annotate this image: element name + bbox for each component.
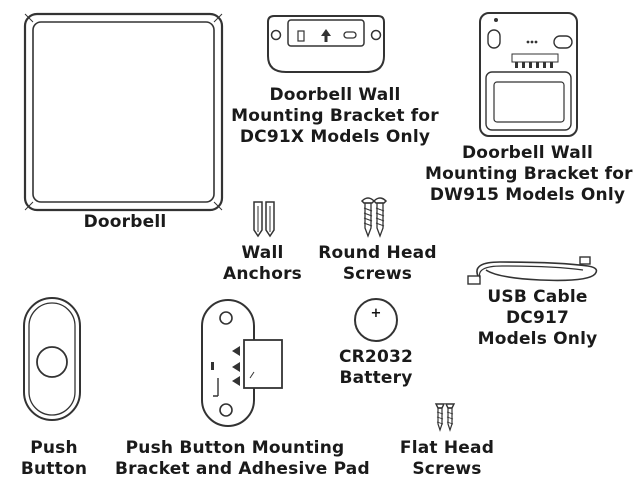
battery-plus-symbol: + bbox=[370, 306, 382, 321]
round-head-screws-label: Round Head Screws bbox=[318, 243, 437, 284]
wall-anchors-label: Wall Anchors bbox=[222, 243, 303, 284]
doorbell-label: Doorbell bbox=[83, 212, 167, 232]
push-button-bracket-label: Push Button Mounting Bracket and Adhesiv… bbox=[115, 438, 370, 479]
flat-head-screws-label: Flat Head Screws bbox=[399, 438, 495, 479]
usb-cable-label: USB Cable DC917 Models Only bbox=[477, 287, 598, 349]
bracket-dw915-label: Doorbell Wall Mounting Bracket for DW915… bbox=[425, 143, 633, 205]
push-button-label: Push Button bbox=[20, 438, 88, 479]
battery-label: CR2032 Battery bbox=[338, 347, 414, 388]
bracket-dc91x-label: Doorbell Wall Mounting Bracket for DC91X… bbox=[231, 85, 439, 147]
